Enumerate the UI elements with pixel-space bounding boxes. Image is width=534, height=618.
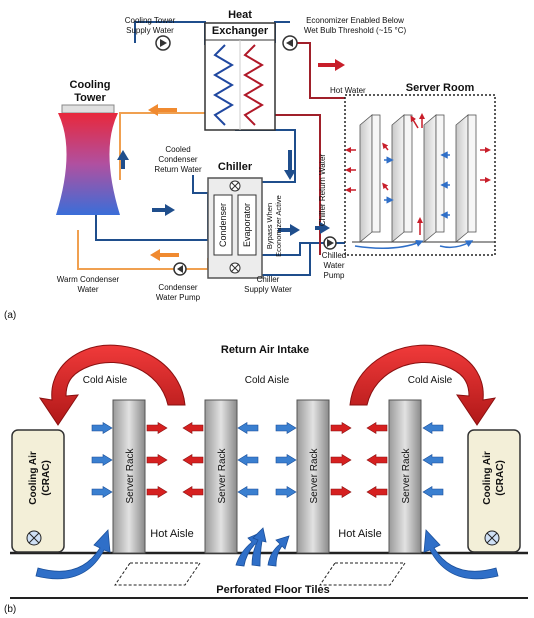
perforated-tile-left [114, 562, 201, 586]
hot-air-arrow-19 [366, 421, 388, 435]
hot-air-arrow-8 [182, 453, 204, 467]
server-rack-2-label: Server Rack [217, 447, 228, 503]
down-arrow-blue [284, 170, 296, 180]
hot-air-arrow-6 [146, 485, 168, 499]
flow-arrows [117, 59, 345, 261]
cold-air-arrow-11 [237, 453, 259, 467]
chilled-water-pump-icon [323, 236, 337, 250]
evaporator-label: Evaporator [242, 203, 252, 247]
server-rack-3-label: Server Rack [309, 447, 320, 503]
economizer-pump [282, 35, 298, 51]
panel-a-label: (a) [4, 310, 16, 321]
cold-air-arrow-15 [275, 485, 297, 499]
hot-air-arrow-9 [182, 485, 204, 499]
red-pipes [262, 42, 345, 255]
perforated-floor-tiles-label: Perforated Floor Tiles [216, 584, 330, 596]
heat-exchanger [204, 22, 276, 131]
floor-arrow-right [423, 529, 499, 580]
cold-aisle-left-label: Cold Aisle [83, 375, 128, 386]
cooling-tower-supply-pump [155, 35, 171, 51]
left-arrow-orange [148, 104, 158, 116]
crac-left-label: Cooling Air(CRAC) [28, 451, 52, 505]
crac-unit-right [467, 429, 521, 553]
server-rack-1 [112, 399, 146, 554]
condenser-label: Condenser [218, 203, 228, 247]
bypass-label: Bypass WhenEconomizer Active [265, 195, 283, 257]
panel-b-label: (b) [4, 604, 16, 615]
hot-aisle-right-label: Hot Aisle [338, 528, 381, 540]
cold-air-arrow-23 [422, 453, 444, 467]
hot-air-arrow-20 [366, 453, 388, 467]
hot-air-arrow-7 [182, 421, 204, 435]
crac-right-label: Cooling Air(CRAC) [482, 451, 506, 505]
floor-arrow-left [35, 529, 111, 580]
left-arrow-red [335, 59, 345, 71]
rack-airflow-arrows [91, 421, 444, 499]
cold-air-arrow-13 [275, 421, 297, 435]
hot-air-arrow-16 [330, 421, 352, 435]
right-arrow-blue-2 [290, 224, 300, 236]
floor-arrow-center-2 [267, 535, 290, 567]
cold-aisle-center-label: Cold Aisle [245, 375, 290, 386]
hot-aisle-left-label: Hot Aisle [150, 528, 193, 540]
return-air-intake-label: Return Air Intake [221, 344, 309, 356]
up-arrow-blue [117, 150, 129, 160]
server-room-title: Server Room [406, 82, 475, 94]
floor-arrow-center-3 [251, 527, 267, 567]
cold-air-arrow-3 [91, 485, 113, 499]
condenser-water-pump-icon [173, 262, 187, 276]
hot-water-label: Hot Water [330, 86, 366, 95]
cooling-tower [56, 104, 120, 215]
panel-b: Return Air Intake Cold Aisle Cold Aisle … [4, 344, 528, 615]
cold-air-arrow-14 [275, 453, 297, 467]
right-arrow-blue [165, 204, 175, 216]
server-room [344, 94, 496, 256]
server-rack-3 [296, 399, 330, 554]
chiller-return-water-label: Chiller Return Water [318, 154, 327, 227]
cold-air-arrow-1 [91, 421, 113, 435]
return-arc-left [38, 344, 186, 426]
chiller-title: Chiller [218, 161, 253, 173]
hot-air-arrow-21 [366, 485, 388, 499]
hot-air-arrow-5 [146, 453, 168, 467]
hot-air-arrow-18 [330, 485, 352, 499]
left-arrow-orange-2 [150, 249, 160, 261]
cold-air-arrow-12 [237, 485, 259, 499]
hot-air-arrow-4 [146, 421, 168, 435]
cold-air-arrow-24 [422, 485, 444, 499]
cold-air-arrow-2 [91, 453, 113, 467]
cold-air-arrow-22 [422, 421, 444, 435]
cold-air-arrow-10 [237, 421, 259, 435]
chiller [207, 177, 263, 279]
server-rack-4 [388, 399, 422, 554]
perforated-tile-right [319, 562, 406, 586]
crac-unit-left [11, 429, 65, 553]
server-rack-1-label: Server Rack [125, 447, 136, 503]
server-rack-2 [204, 399, 238, 554]
floor-airflow-arrows [35, 527, 499, 580]
cold-aisle-right-label: Cold Aisle [408, 375, 453, 386]
hot-air-arrow-17 [330, 453, 352, 467]
server-rack-4-label: Server Rack [401, 447, 412, 503]
return-arc-right [349, 344, 497, 426]
right-arrow-blue-3 [320, 222, 330, 234]
